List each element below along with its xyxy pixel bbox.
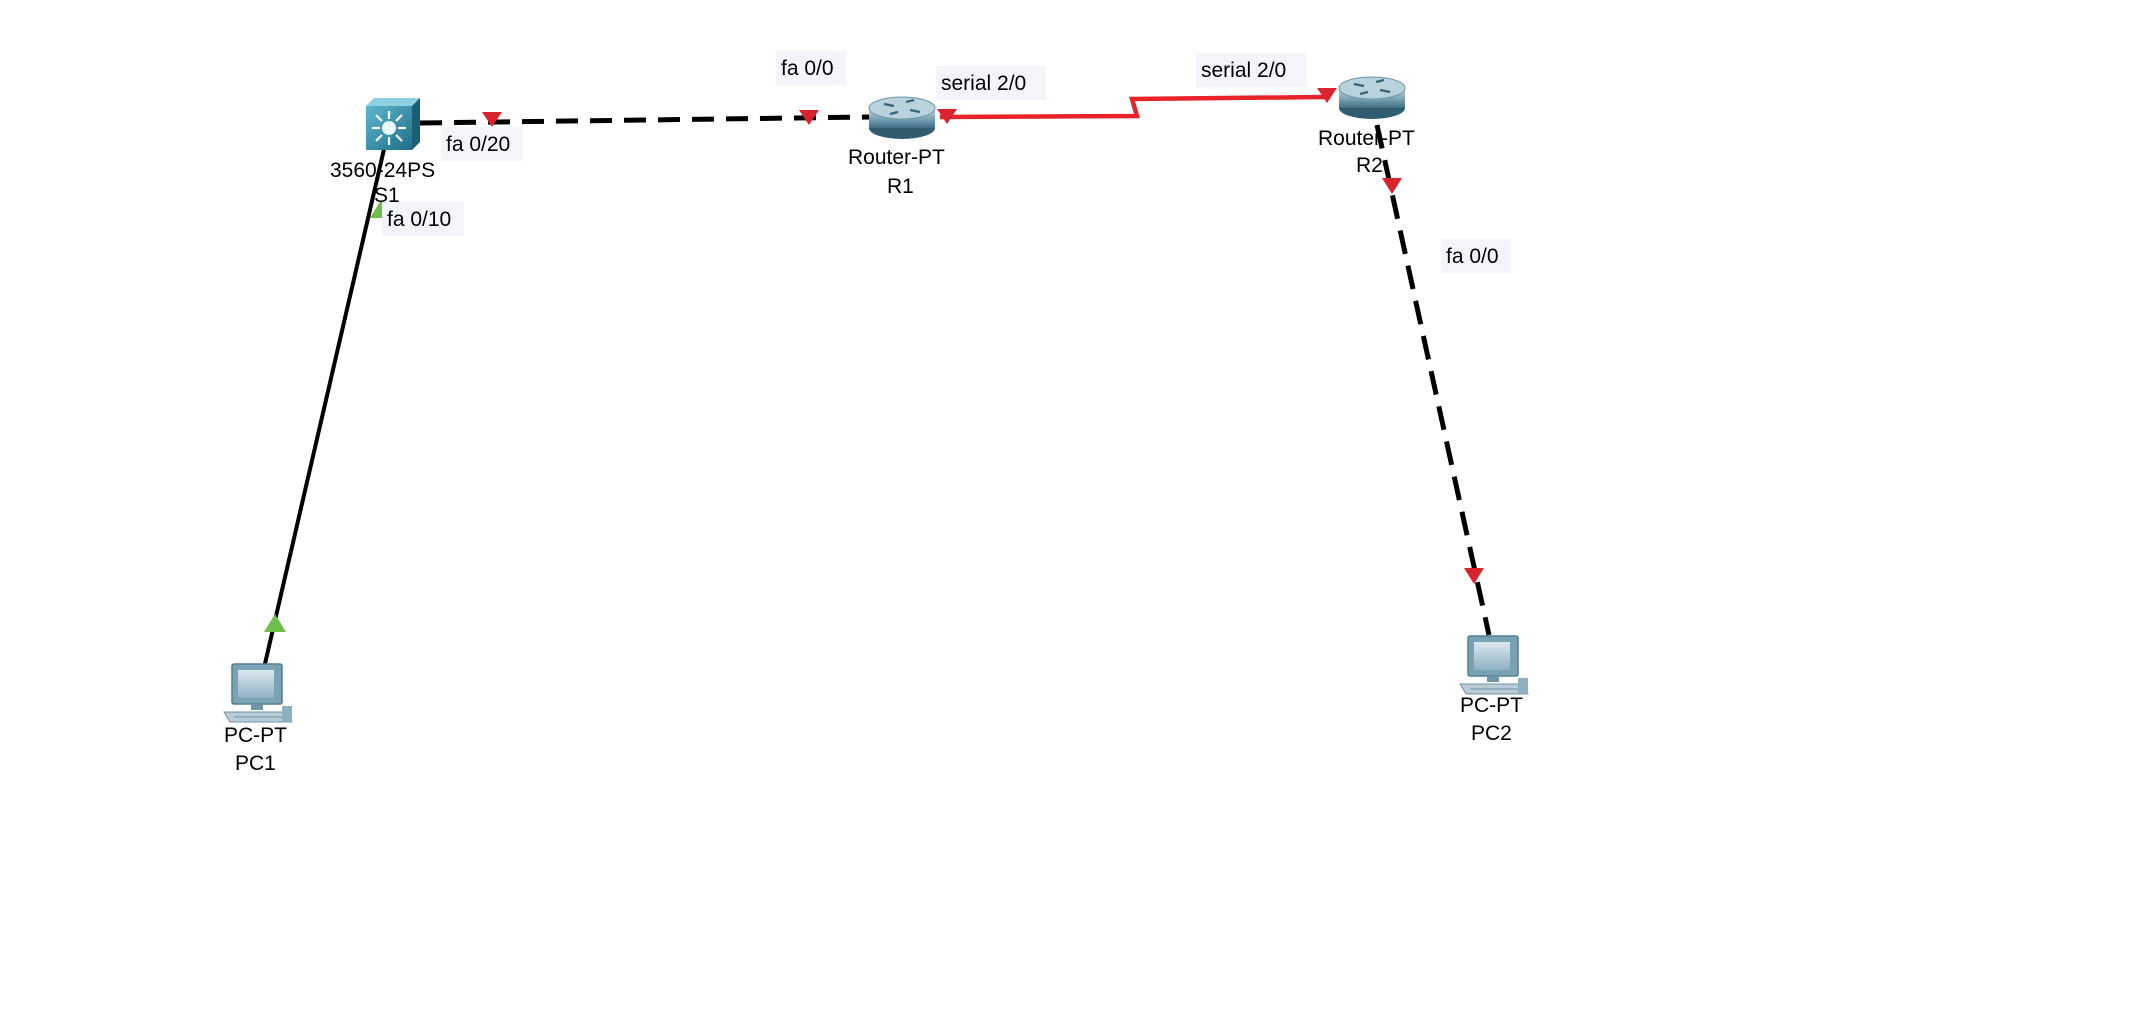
svg-text:fa 0/0: fa 0/0	[1446, 245, 1499, 268]
device-name-label: R1	[887, 175, 914, 198]
svg-text:fa 0/10: fa 0/10	[387, 208, 451, 231]
pc-icon	[1459, 635, 1529, 695]
port-label-r1-serial2-0: serial 2/0	[936, 66, 1046, 100]
device-pc1[interactable]: PC-PT PC1	[223, 663, 293, 775]
svg-text:serial 2/0: serial 2/0	[1201, 59, 1286, 82]
device-name-label: S1	[374, 184, 400, 207]
device-r1[interactable]: Router-PT R1	[848, 96, 945, 198]
status-down-icon	[1382, 178, 1402, 194]
device-name-label: R2	[1356, 154, 1383, 177]
port-label-s1-fa0-10: fa 0/10	[382, 202, 464, 236]
device-model-label: PC-PT	[1460, 694, 1523, 717]
link-s1-pc1[interactable]	[262, 131, 390, 669]
link-status-indicators	[264, 88, 1484, 632]
pc-icon	[223, 663, 293, 723]
status-down-icon	[482, 112, 502, 127]
multilayer-switch-icon	[366, 98, 420, 150]
link-r2-pc2[interactable]	[1374, 124, 1492, 636]
device-model-label: Router-PT	[1318, 127, 1415, 150]
device-model-label: Router-PT	[848, 146, 945, 169]
device-model-label: PC-PT	[224, 724, 287, 747]
device-r2[interactable]: Router-PT R2	[1318, 76, 1415, 177]
status-down-icon	[937, 109, 957, 124]
status-down-icon	[1464, 568, 1484, 584]
device-s1[interactable]: 3560-24PS S1	[330, 98, 435, 207]
port-label-r2-serial2-0: serial 2/0	[1196, 53, 1306, 87]
router-icon	[1338, 76, 1406, 119]
svg-text:fa 0/20: fa 0/20	[446, 133, 510, 156]
device-name-label: PC1	[235, 752, 276, 775]
port-label-r1-fa0-0: fa 0/0	[776, 51, 846, 85]
svg-text:serial 2/0: serial 2/0	[941, 72, 1026, 95]
status-down-icon	[799, 110, 819, 125]
link-r1-r2-serial[interactable]	[939, 94, 1326, 120]
router-icon	[868, 96, 936, 139]
svg-text:fa 0/0: fa 0/0	[781, 57, 834, 80]
device-pc2[interactable]: PC-PT PC2	[1459, 635, 1529, 745]
status-up-icon	[264, 614, 286, 632]
status-down-icon	[1317, 88, 1337, 103]
port-label-r2-fa0-0: fa 0/0	[1441, 239, 1511, 273]
device-name-label: PC2	[1471, 722, 1512, 745]
device-model-label: 3560-24PS	[330, 159, 435, 182]
port-label-s1-fa0-20: fa 0/20	[441, 127, 523, 161]
